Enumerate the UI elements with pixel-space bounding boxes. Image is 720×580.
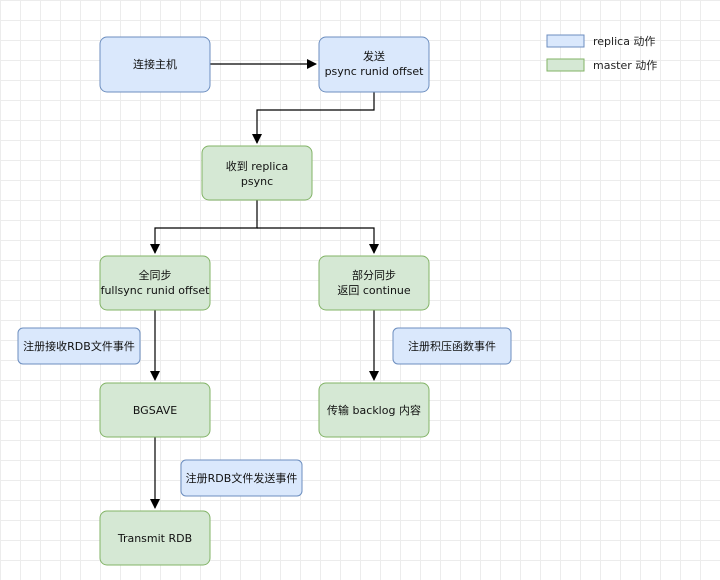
node-transmit-rdb: Transmit RDB [99,510,211,566]
connectors [150,59,379,509]
note-label: 注册接收RDB文件事件 [23,339,135,353]
edge-send-to-receive [252,92,375,144]
node-send-psync: 发送 psync runid offset [318,36,430,93]
edge-receive-to-partialsync [257,227,379,254]
node-partial-sync: 部分同步 返回 continue [318,255,430,311]
note-register-rdb-receive: 注册接收RDB文件事件 [17,327,141,365]
node-label-line1: 发送 [363,49,385,63]
node-full-sync: 全同步 fullsync runid offset [99,255,211,311]
note-label: 注册RDB文件发送事件 [186,471,298,485]
node-connect-master: 连接主机 [99,36,211,93]
node-label: 连接主机 [133,57,177,71]
node-label-line2: 返回 continue [337,284,411,297]
node-receive-psync: 收到 replica psync [201,145,313,201]
edge-receive-to-fullsync [150,200,258,254]
node-label-line2: psync [241,175,273,188]
legend-swatch-master [546,58,585,72]
node-label-line2: fullsync runid offset [101,284,211,297]
node-send-backlog: 传输 backlog 内容 [318,382,430,438]
node-label: 传输 backlog 内容 [327,403,421,417]
note-register-rdb-send: 注册RDB文件发送事件 [180,459,303,497]
node-label-line1: 全同步 [139,268,172,282]
node-bgsave: BGSAVE [99,382,211,438]
node-label-line1: 收到 replica [226,159,288,173]
node-label-line2: psync runid offset [325,65,425,78]
note-register-backlog: 注册积压函数事件 [392,327,512,365]
node-label-line1: 部分同步 [352,268,396,282]
legend-label-master: master 动作 [593,59,657,72]
legend: replica 动作 master 动作 [546,34,657,72]
node-label: BGSAVE [133,404,177,417]
legend-swatch-replica [546,34,585,48]
node-label: Transmit RDB [117,532,192,545]
note-label: 注册积压函数事件 [408,339,496,353]
legend-label-replica: replica 动作 [593,35,655,48]
